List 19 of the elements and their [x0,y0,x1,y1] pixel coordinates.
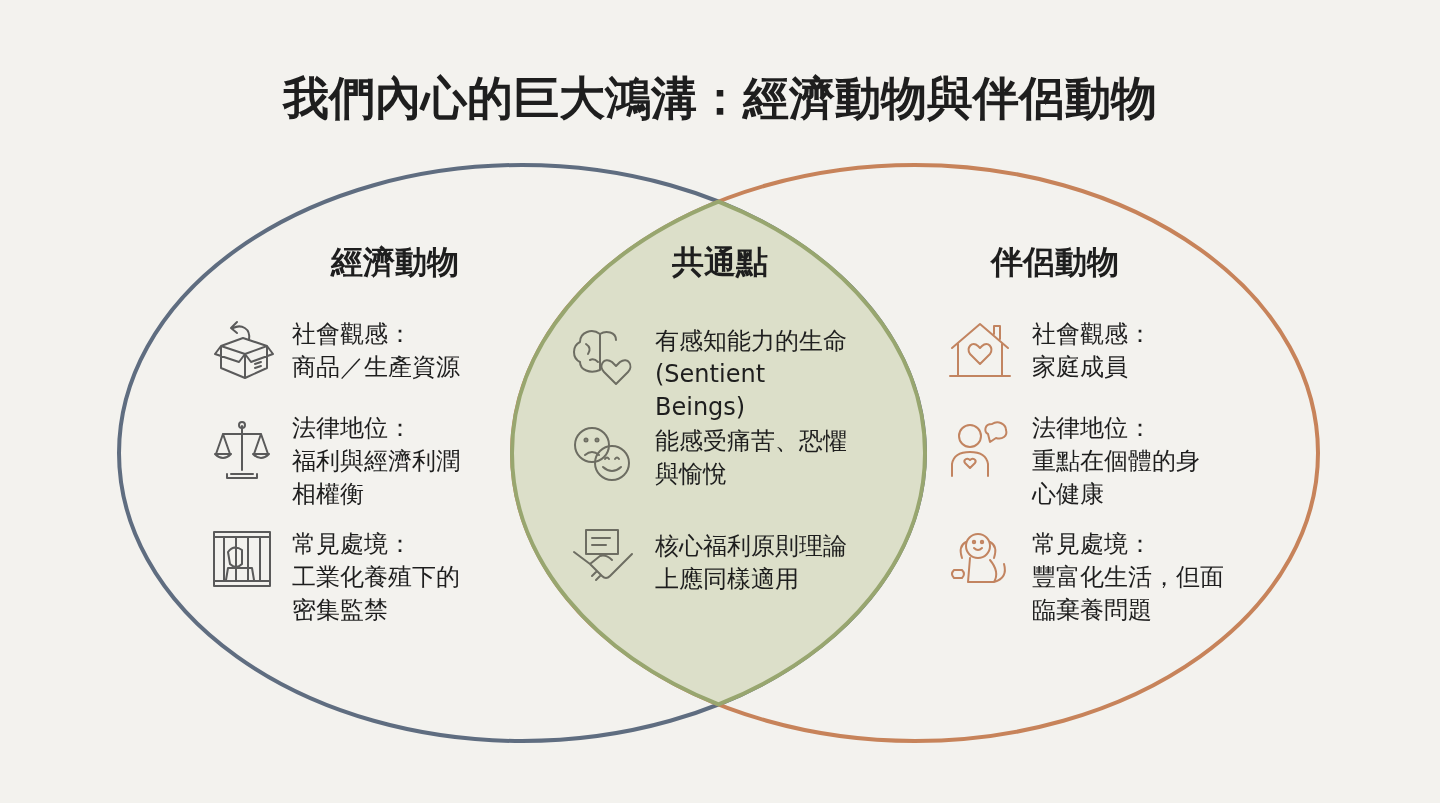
item-text: 家庭成員 [1032,352,1129,383]
circle-heading: 共通點 [671,242,769,282]
item-heading: 常見處境： [292,529,413,560]
title: 我們內心的巨大鴻溝：經濟動物與伴侶動物 [281,70,1158,127]
item-text: 豐富化生活，但面臨棄養問題 [1032,562,1225,626]
item-heading: 常見處境： [1032,529,1153,560]
circle-heading: 經濟動物 [329,242,460,282]
item-text: 核心福利原則理論上應同樣適用 [655,531,848,595]
circle-heading: 伴侶動物 [989,242,1120,282]
item-text: 有感知能力的生命 (Sentient Beings) [655,326,848,423]
item-text: 福利與經濟利潤相權衡 [292,446,461,510]
item-heading: 法律地位： [292,413,413,444]
item-heading: 社會觀感： [292,319,413,350]
item-text: 商品／生產資源 [292,352,461,383]
item-heading: 社會觀感： [1032,319,1153,350]
item-heading: 法律地位： [1032,413,1153,444]
item-text: 工業化養殖下的密集監禁 [292,562,461,626]
item-text: 能感受痛苦、恐懼與愉悅 [655,426,848,490]
item-text: 重點在個體的身心健康 [1032,446,1201,510]
